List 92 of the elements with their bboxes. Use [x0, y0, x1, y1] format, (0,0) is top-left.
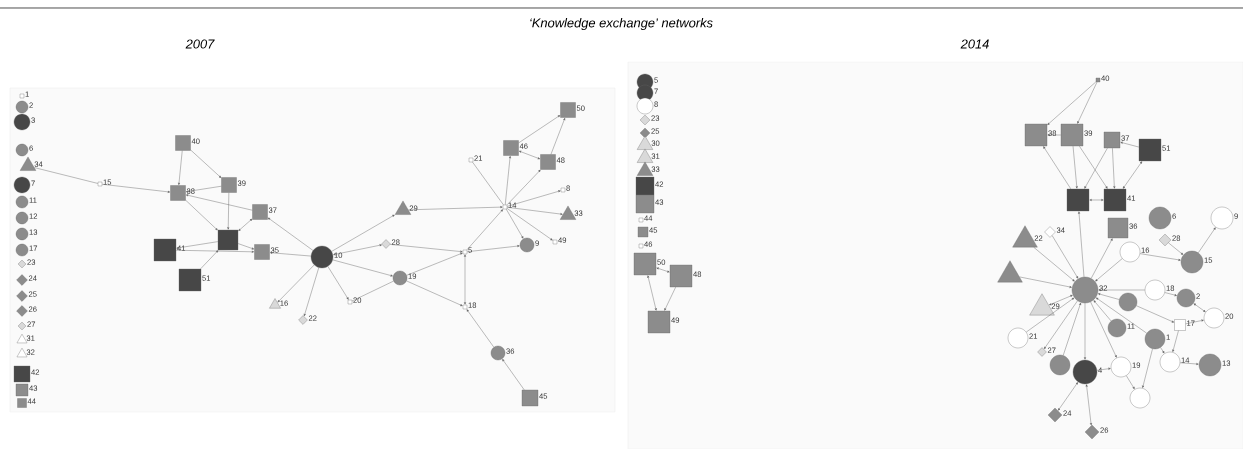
year-label: 2007: [185, 39, 215, 49]
arrow: [506, 208, 553, 241]
arrow: [506, 169, 541, 206]
arrow: [185, 200, 218, 231]
arrow: [1063, 302, 1082, 356]
square-node: [217, 229, 239, 251]
arrow: [466, 209, 503, 251]
title: ‘Knowledge exchange’ networks: [530, 18, 713, 30]
arrow: [1077, 81, 1098, 124]
arrow: [408, 206, 503, 211]
arrow: [1198, 227, 1216, 253]
arrow: [1093, 300, 1112, 322]
arrow: [190, 149, 222, 178]
arrow: [1139, 253, 1181, 261]
arrow: [1096, 297, 1147, 334]
arrow: [186, 194, 253, 211]
arrow: [1049, 295, 1073, 306]
arrow: [1095, 258, 1123, 282]
arrow: [1193, 303, 1206, 312]
arrow: [1091, 238, 1113, 279]
arrow: [406, 280, 463, 307]
arrow: [1168, 242, 1184, 255]
arrow: [227, 192, 230, 230]
arrow: [1179, 362, 1199, 365]
arrow: [464, 254, 467, 305]
arrow: [1120, 141, 1140, 148]
arrow: [238, 218, 253, 231]
arrow: [1044, 300, 1078, 349]
arrow: [267, 217, 314, 251]
arrow: [1078, 211, 1085, 278]
arrow: [1089, 198, 1104, 201]
arrow: [656, 267, 670, 273]
arrow: [506, 207, 563, 216]
circle-node: [1049, 354, 1071, 376]
square-node: [1066, 188, 1090, 212]
arrow: [502, 359, 525, 391]
arrow: [1051, 235, 1079, 279]
arrow: [332, 259, 393, 277]
arrow: [550, 117, 566, 155]
arrow: [1160, 347, 1165, 354]
circle-node: [1118, 292, 1138, 312]
arrow: [506, 190, 561, 207]
arrow: [466, 309, 495, 348]
arrow: [1098, 289, 1146, 291]
arrow: [277, 264, 315, 303]
arrow: [176, 241, 219, 249]
arrow: [270, 251, 312, 257]
arrow: [175, 250, 254, 253]
arrow: [1026, 297, 1075, 333]
arrow: [1079, 145, 1108, 189]
arrow: [1122, 161, 1143, 189]
arrow: [664, 286, 676, 311]
arrow: [1098, 293, 1120, 300]
arrow: [1172, 330, 1179, 352]
arrow: [1019, 276, 1072, 288]
circle-node: [1129, 387, 1151, 409]
arrow: [1085, 384, 1092, 426]
arrow: [466, 245, 520, 252]
arrow: [647, 275, 657, 311]
arrow: [1090, 301, 1117, 358]
arrow: [101, 184, 170, 193]
arrow: [1043, 146, 1071, 190]
arrow: [518, 150, 541, 160]
arrow: [406, 252, 463, 276]
arrow: [1072, 145, 1078, 189]
arrow: [1047, 81, 1097, 125]
arrow: [331, 214, 395, 252]
triangle-node: [997, 260, 1023, 283]
arrow: [1136, 305, 1175, 323]
arrow: [200, 250, 219, 270]
arrow: [1112, 147, 1116, 189]
arrow: [1047, 134, 1062, 136]
year-label: 2014: [960, 39, 989, 49]
arrow: [390, 244, 463, 253]
arrow: [505, 156, 511, 206]
arrow: [1096, 367, 1111, 371]
arrow: [186, 186, 222, 193]
arrow: [303, 267, 319, 317]
arrow: [1185, 319, 1204, 325]
arrow: [1084, 302, 1087, 360]
arrow: [178, 150, 183, 185]
arrow: [506, 208, 524, 239]
arrow: [333, 244, 382, 256]
arrow: [1033, 247, 1075, 282]
arrow: [237, 243, 255, 250]
arrow: [327, 266, 349, 300]
arrow: [1164, 292, 1177, 297]
arrow: [1126, 375, 1135, 390]
arrow: [1058, 382, 1078, 411]
arrow: [518, 115, 561, 144]
arrow: [1142, 348, 1153, 388]
arrow: [1084, 147, 1108, 189]
